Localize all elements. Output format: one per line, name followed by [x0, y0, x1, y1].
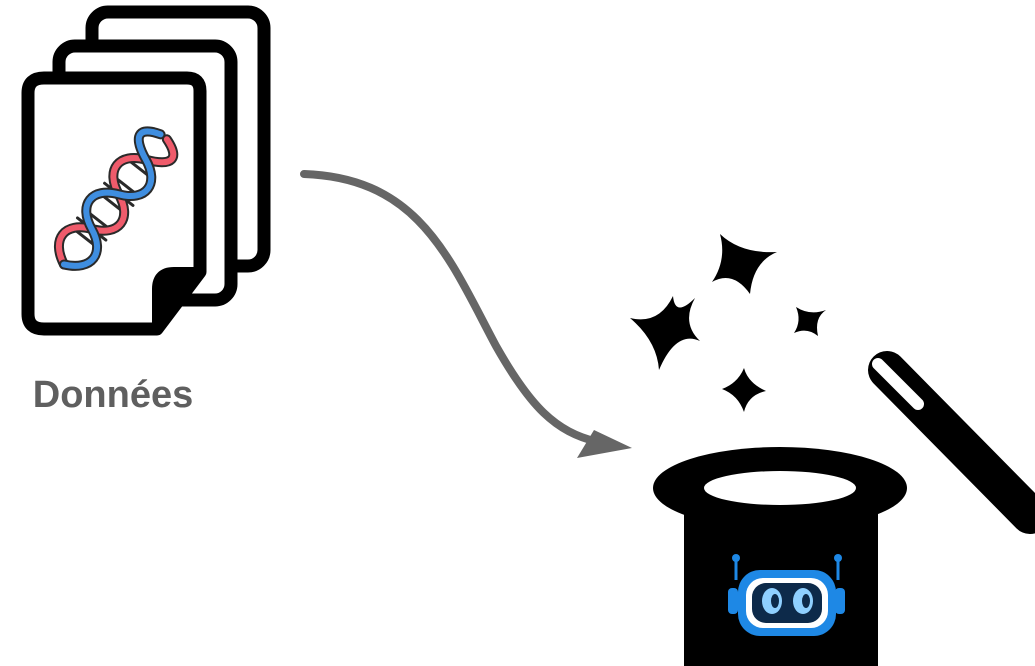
- sparkle-large-left: [630, 296, 700, 370]
- folded-corner-icon: [152, 267, 205, 334]
- sparkle-large-top: [712, 234, 777, 294]
- hat-opening: [704, 471, 856, 505]
- data-documents-icon: [21, 5, 271, 336]
- curved-arrow-icon: [300, 170, 632, 458]
- sparkle-stars-icon: [630, 234, 826, 412]
- sparkle-small-right: [794, 307, 826, 336]
- top-hat-icon: [653, 447, 907, 666]
- sparkle-small-bottom: [722, 368, 766, 412]
- dna-helix-icon: [54, 126, 179, 271]
- data-label: Données: [32, 374, 194, 416]
- robot-mascot-icon: [728, 554, 845, 636]
- wand-tip: [872, 358, 924, 410]
- robot-eyes: [762, 588, 813, 614]
- arrow-head: [577, 430, 632, 458]
- magic-wand-icon: [868, 351, 1035, 534]
